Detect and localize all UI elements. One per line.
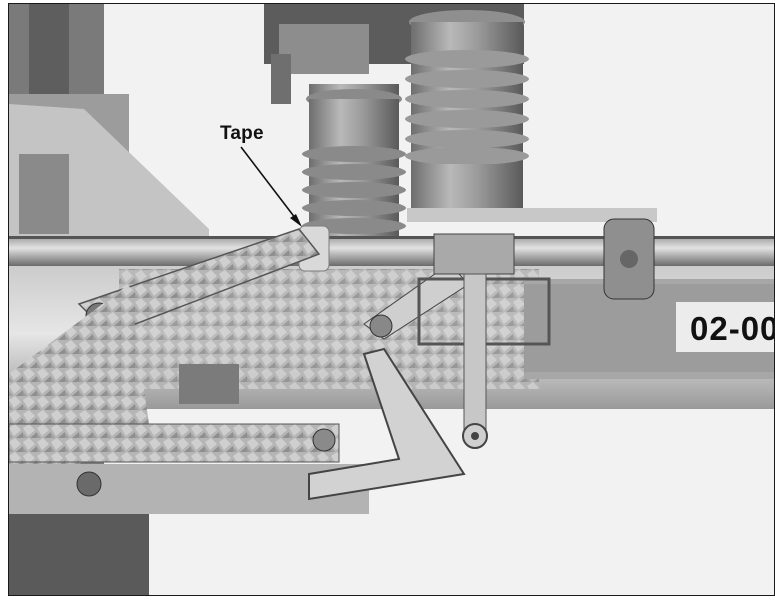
callout-leader-line bbox=[240, 146, 300, 224]
number-plate bbox=[676, 302, 774, 352]
switch-mechanism-photo bbox=[9, 4, 774, 595]
plate-number: 02-00 bbox=[690, 310, 775, 347]
insulator-left bbox=[302, 84, 406, 244]
callout-label: Tape bbox=[220, 123, 264, 144]
photo-frame: Tape 02-00 bbox=[8, 3, 775, 596]
insulator-right bbox=[405, 10, 657, 222]
